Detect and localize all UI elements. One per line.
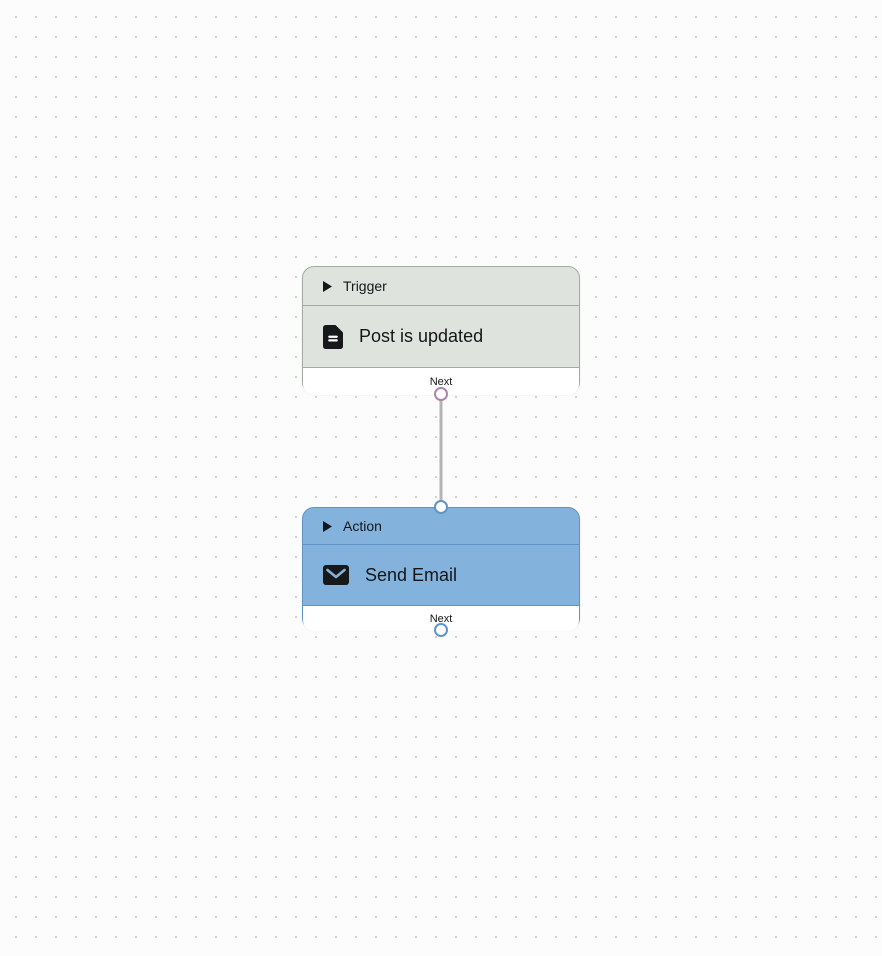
trigger-node-header[interactable]: Trigger (303, 267, 579, 306)
email-icon (323, 565, 349, 585)
collapse-triangle-icon[interactable] (323, 520, 332, 532)
trigger-name-label: Post is updated (359, 326, 484, 346)
action-node-footer: Next (303, 605, 579, 631)
trigger-output-port[interactable] (434, 387, 448, 401)
document-icon (323, 324, 343, 349)
action-type-label: Action (343, 518, 382, 534)
action-next-label: Next (429, 612, 453, 625)
trigger-node[interactable]: Trigger Post is updated Next (302, 266, 580, 401)
trigger-node-footer: Next (303, 367, 579, 395)
action-node-body[interactable]: Send Email (303, 545, 579, 605)
action-node[interactable]: Action Send Email Next (302, 500, 580, 637)
action-node-header[interactable]: Action (303, 508, 579, 545)
action-output-port[interactable] (434, 623, 448, 637)
trigger-next-label: Next (429, 375, 453, 388)
action-input-port[interactable] (434, 500, 448, 514)
trigger-node-body[interactable]: Post is updated (303, 306, 579, 367)
action-name-label: Send Email (365, 564, 458, 585)
trigger-type-label: Trigger (343, 278, 387, 294)
collapse-triangle-icon[interactable] (323, 280, 332, 292)
